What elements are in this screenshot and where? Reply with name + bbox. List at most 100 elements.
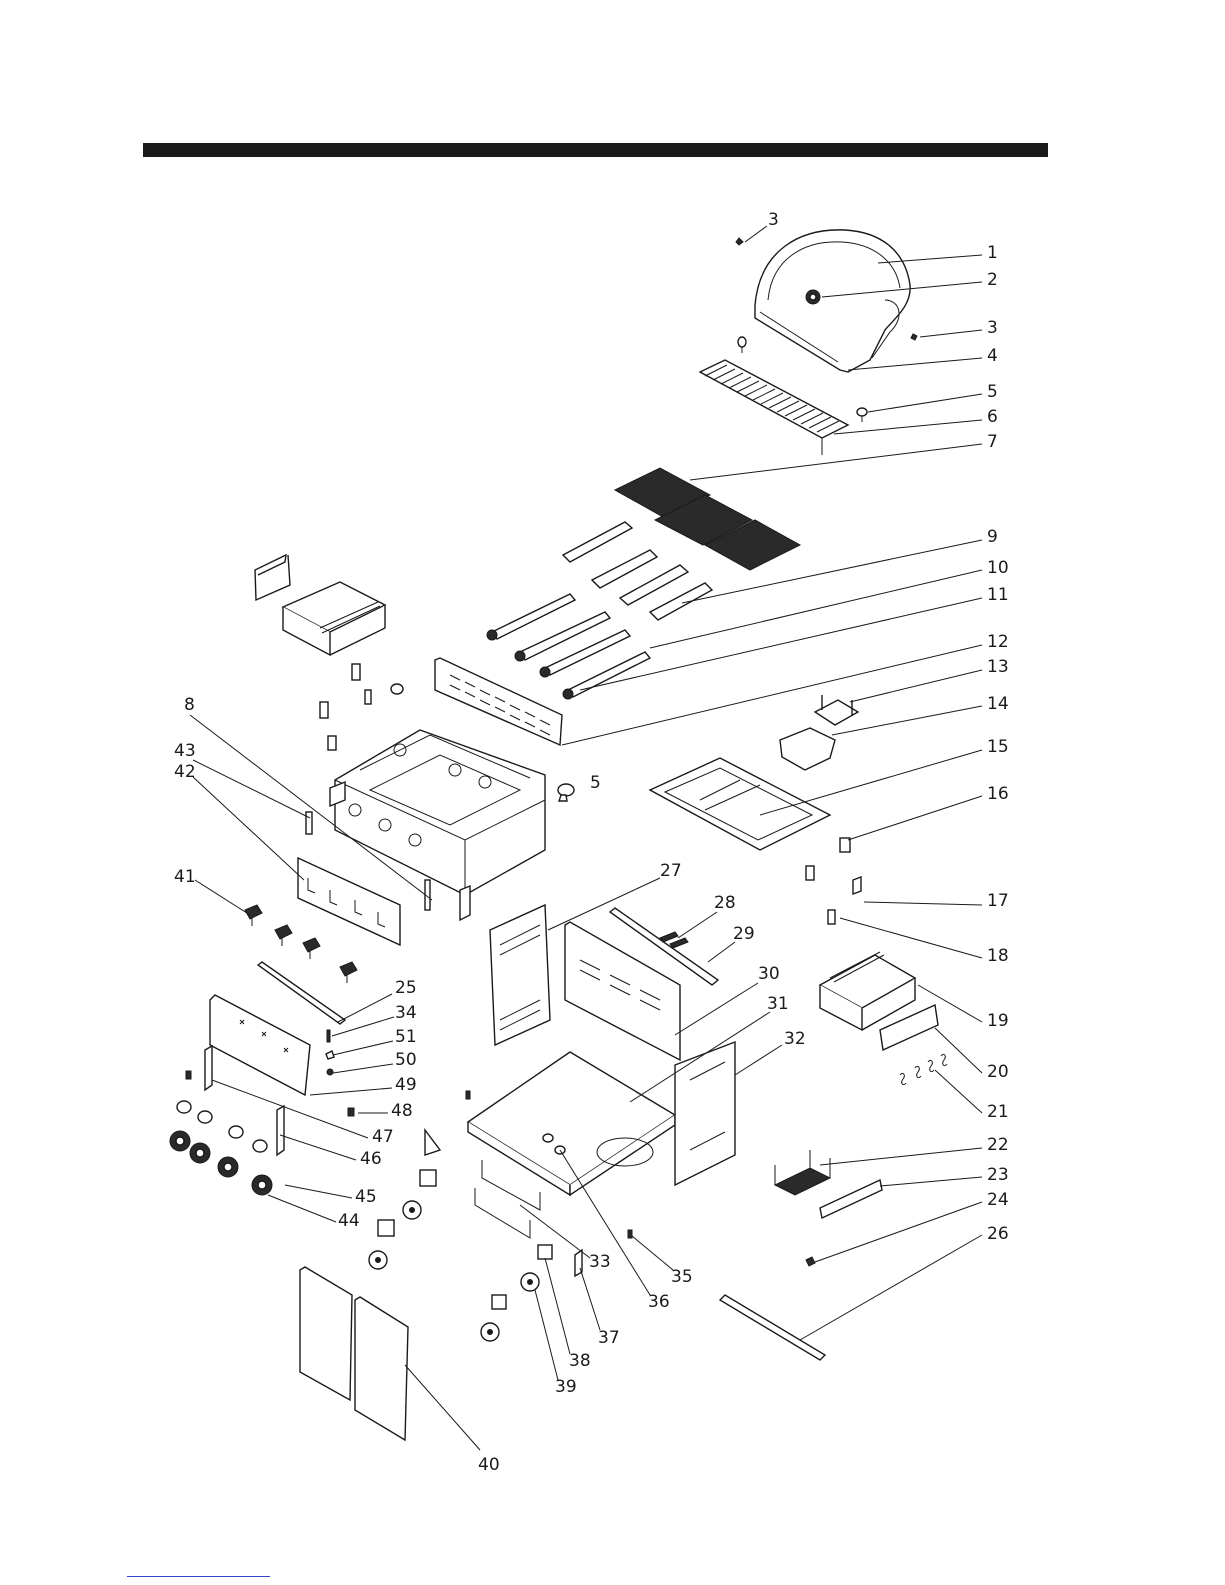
leader-line-26 <box>800 1235 982 1340</box>
leader-line-32 <box>735 1045 782 1075</box>
part-label-8: 8 <box>184 695 195 715</box>
part-label-41: 41 <box>174 867 196 887</box>
part-label-4: 4 <box>987 346 998 366</box>
part-bracket-46 <box>277 1106 284 1155</box>
part-doors <box>300 1267 408 1440</box>
part-label-17: 17 <box>987 891 1009 911</box>
part-clip-24 <box>806 1257 815 1266</box>
part-label-1: 1 <box>987 243 998 263</box>
part-label-14: 14 <box>987 694 1009 714</box>
part-label-9: 9 <box>987 527 998 547</box>
leader-line-7 <box>690 444 982 480</box>
part-label-25: 25 <box>395 978 417 998</box>
leader-line-46 <box>280 1135 356 1160</box>
part-label-2: 2 <box>987 270 998 290</box>
part-front-panel <box>210 995 310 1095</box>
part-label-10: 10 <box>987 558 1009 578</box>
part-left-shelf <box>255 555 385 655</box>
part-label-21: 21 <box>987 1102 1009 1122</box>
part-label-5b: 5 <box>590 773 601 793</box>
part-label-42: 42 <box>174 762 196 782</box>
part-warming-rack <box>700 360 848 455</box>
part-label-47: 47 <box>372 1127 394 1147</box>
part-label-11: 11 <box>987 585 1009 605</box>
part-bolt-48 <box>348 1108 354 1116</box>
part-side-bracket-47 <box>205 1046 212 1090</box>
part-clip-18 <box>828 910 835 924</box>
leader-line-11 <box>580 598 982 690</box>
part-label-48: 48 <box>391 1101 413 1121</box>
leader-line-39 <box>535 1290 558 1380</box>
part-braces-33 <box>475 1160 540 1238</box>
leader-line-50 <box>333 1064 393 1073</box>
part-rail-26 <box>720 1295 825 1360</box>
part-tray-23 <box>820 1180 882 1218</box>
part-label-33: 33 <box>589 1252 611 1272</box>
part-clip-pre17 <box>806 866 814 880</box>
part-hood <box>755 230 910 372</box>
leader-line-18 <box>840 918 982 958</box>
part-hooks <box>900 1054 947 1084</box>
leader-line-42 <box>193 777 304 880</box>
part-label-20: 20 <box>987 1062 1009 1082</box>
leader-line-38 <box>545 1258 570 1354</box>
part-label-39: 39 <box>555 1377 577 1397</box>
part-label-7: 7 <box>987 432 998 452</box>
leader-line-45 <box>285 1185 352 1198</box>
part-label-24: 24 <box>987 1190 1009 1210</box>
leader-line-29 <box>708 942 735 962</box>
part-bolt-small <box>466 1091 470 1099</box>
part-screw-3b <box>911 334 917 340</box>
part-right-shelf <box>820 952 938 1050</box>
leader-line-5a <box>868 394 982 412</box>
part-cart-base <box>468 1042 735 1195</box>
part-casters-center <box>481 1245 582 1341</box>
part-label-38: 38 <box>569 1351 591 1371</box>
part-label-43: 43 <box>174 741 196 761</box>
leader-line-24 <box>815 1202 982 1262</box>
leader-line-23 <box>880 1177 982 1186</box>
part-igniter-bits <box>326 1030 334 1075</box>
leader-line-16 <box>848 796 982 840</box>
leader-line-41 <box>195 880 250 915</box>
part-bolt-35 <box>628 1230 632 1238</box>
part-manifold <box>258 962 345 1024</box>
part-label-50: 50 <box>395 1050 417 1070</box>
part-post-4 <box>738 337 746 353</box>
part-gusset <box>425 1130 440 1155</box>
part-number-labels: 1233455678910111213141516171819202122232… <box>174 210 1009 1475</box>
part-label-19: 19 <box>987 1011 1009 1031</box>
part-screw-3a <box>736 238 743 245</box>
part-label-37: 37 <box>598 1328 620 1348</box>
part-label-36: 36 <box>648 1292 670 1312</box>
part-label-27: 27 <box>660 861 682 881</box>
part-grease-cup <box>780 728 835 770</box>
part-burners <box>487 594 650 699</box>
leader-line-49 <box>310 1088 392 1095</box>
leader-line-17 <box>864 902 982 905</box>
part-label-29: 29 <box>733 924 755 944</box>
part-label-18: 18 <box>987 946 1009 966</box>
leader-line-43 <box>193 760 310 818</box>
part-label-44: 44 <box>338 1211 360 1231</box>
leader-line-44 <box>268 1195 336 1222</box>
part-label-51: 51 <box>395 1027 417 1047</box>
leader-line-21 <box>935 1070 982 1113</box>
leader-line-20 <box>935 1028 982 1073</box>
part-label-12: 12 <box>987 632 1009 652</box>
part-basket <box>775 1150 830 1195</box>
part-control-knobs <box>177 1101 267 1152</box>
parts-artwork <box>170 230 947 1440</box>
part-label-28: 28 <box>714 893 736 913</box>
part-label-16: 16 <box>987 784 1009 804</box>
part-label-32: 32 <box>784 1029 806 1049</box>
part-label-35: 35 <box>671 1267 693 1287</box>
part-label-40: 40 <box>478 1455 500 1475</box>
part-drip-tray <box>650 758 830 850</box>
leader-line-13 <box>850 670 982 702</box>
part-casters-left <box>369 1170 436 1269</box>
part-clip-17 <box>853 877 861 894</box>
part-label-30: 30 <box>758 964 780 984</box>
leader-line-3a <box>745 226 767 242</box>
